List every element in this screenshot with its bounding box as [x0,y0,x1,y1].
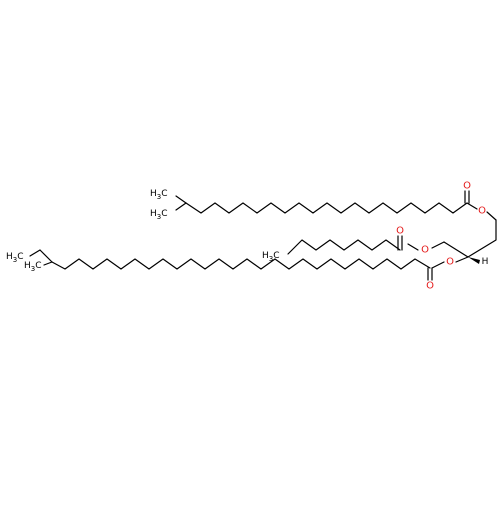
label-ch3-bottom-methyl: H3C [24,261,42,273]
bottom-ester-bond [431,261,445,269]
sn2-c-o-bond [455,256,469,263]
glycerol-ch2-o [431,241,445,249]
bottom-branch-methyl [43,261,53,266]
bottom-acyl-chain [51,258,431,270]
label-o-middle-ester: O [421,245,429,256]
top-ester-o-ch2 [486,211,497,221]
label-ch3-top-lower: H3C [150,209,168,221]
glycerol-backbone [443,219,497,258]
top-branch-lower [175,202,187,211]
label-ch3-middle: H3C [262,251,280,263]
bottom-branch-ethyl [39,249,53,263]
middle-ester-bond [407,243,419,251]
label-o-middle-carbonyl: O [396,226,404,237]
label-ch3-top-upper: H3C [150,189,168,201]
label-h-stereocenter: H [482,257,489,267]
label-o-bottom-carbonyl: O [426,281,434,292]
top-acyl-chain [185,202,468,214]
label-o-top-carbonyl: O [463,181,471,192]
label-ch3-bottom-ethyl: H3C [6,252,24,264]
wedge-bond-h [468,257,480,264]
bottom-branch-ethyl-2 [29,249,41,257]
top-branch-upper [175,195,187,204]
label-o-top-ester: O [478,206,486,217]
top-ester-bond [466,202,478,210]
middle-acyl-chain [287,239,401,255]
label-o-bottom-ester: O [446,257,454,268]
